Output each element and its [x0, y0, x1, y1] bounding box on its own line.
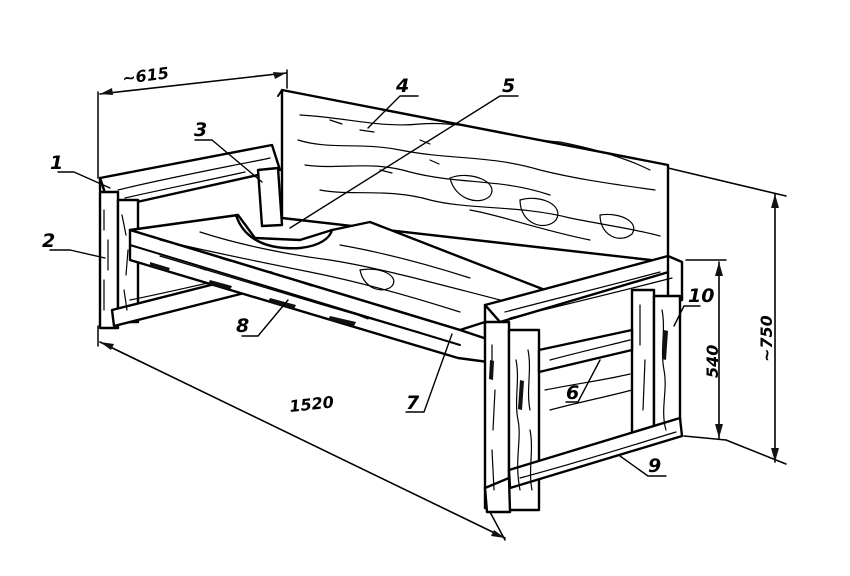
dimension-width-label: ~615 — [121, 63, 170, 88]
dimension-length-label: 1520 — [288, 392, 334, 416]
callout-6: 6 — [566, 382, 579, 404]
callout-10: 10 — [688, 285, 714, 307]
callout-7: 7 — [406, 392, 420, 414]
dimension-total-height-label: ~750 — [757, 315, 776, 362]
callout-1: 1 — [50, 152, 63, 174]
callout-9: 9 — [648, 455, 661, 477]
callout-3: 3 — [194, 119, 207, 141]
backrest-panel — [277, 88, 670, 264]
callout-4: 4 — [395, 75, 409, 97]
dimension-lines — [97, 69, 787, 541]
seat — [128, 213, 547, 364]
callout-5: 5 — [502, 75, 515, 97]
callout-2: 2 — [42, 230, 55, 252]
right-armrest — [483, 254, 684, 514]
leader-lines — [49, 95, 701, 477]
callout-8: 8 — [236, 315, 249, 337]
dimension-seat-height-label: 540 — [703, 345, 722, 378]
